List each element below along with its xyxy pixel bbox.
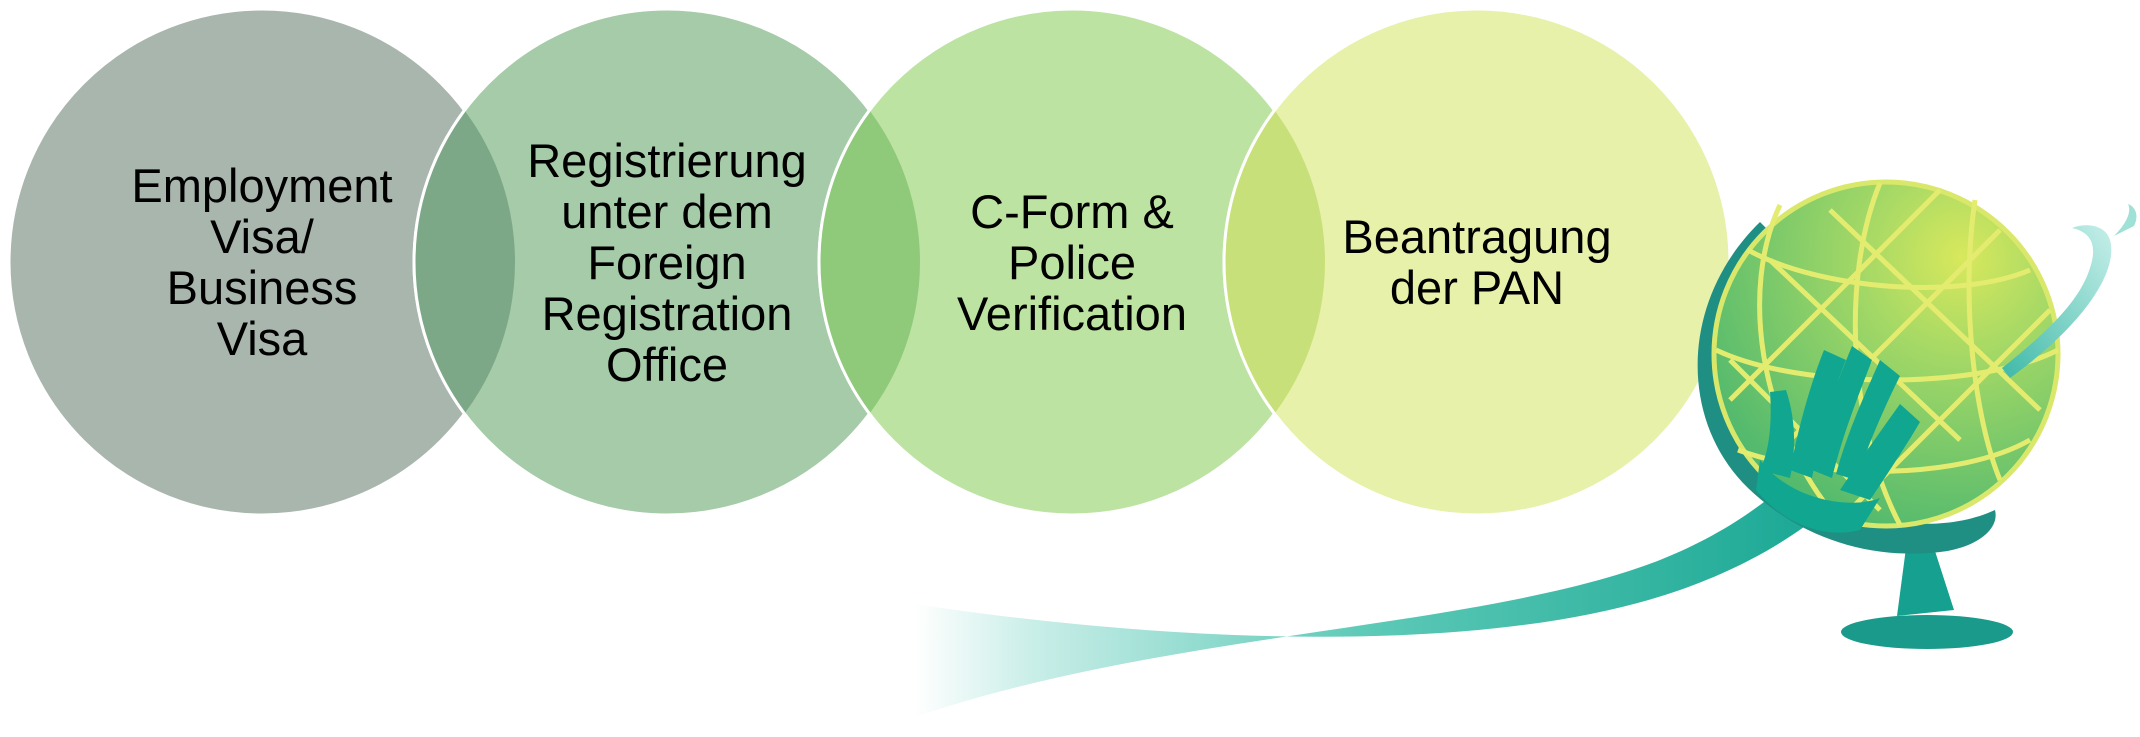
step-label-3: C-Form & Police Verification <box>957 184 1187 340</box>
swirl-accent-tip <box>2114 204 2137 236</box>
globe-stand-post <box>1897 548 1954 616</box>
overlap-lens-1 <box>412 9 515 515</box>
globe-stand-base <box>1841 615 2013 649</box>
step-label-4: Beantragung der PAN <box>1342 210 1612 314</box>
swirl-accent <box>2002 225 2112 378</box>
arm-swoosh <box>915 398 1900 717</box>
hand-fingers <box>1756 346 1920 533</box>
globe-with-hand-icon <box>915 179 2137 717</box>
step-label-2: Registrierung unter dem Foreign Registra… <box>527 133 807 391</box>
process-circles <box>7 7 1732 517</box>
overlap-lens-3 <box>1222 9 1325 515</box>
overlap-lens-2 <box>817 9 920 515</box>
step-label-1: Employment Visa/ Business Visa <box>131 159 393 365</box>
